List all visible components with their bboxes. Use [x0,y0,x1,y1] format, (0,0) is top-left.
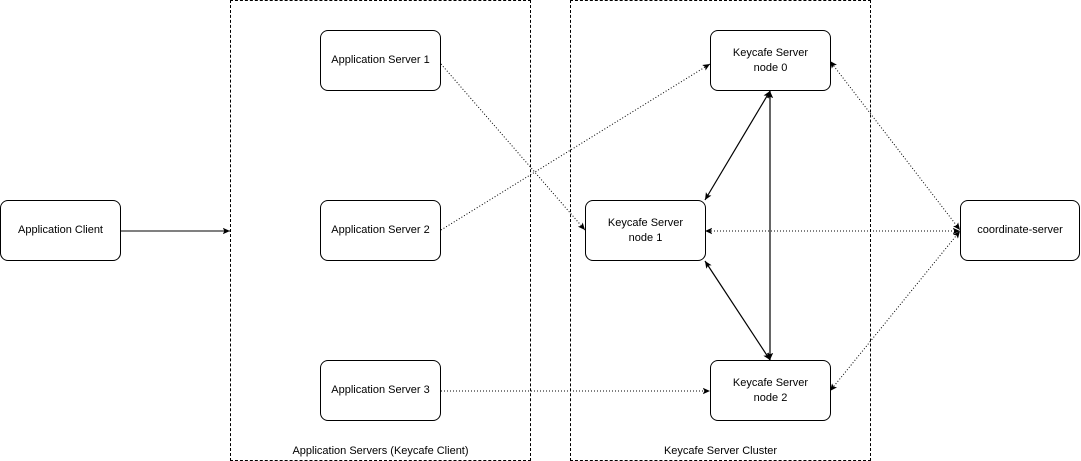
node-coordinate-server-label: coordinate-server [977,224,1063,236]
edge-node1-node2 [704,260,771,361]
node-application-server-3: Application Server 3 [320,360,441,421]
node-keycafe-server-0-line2: node 0 [753,61,788,74]
node-keycafe-server-1-line2: node 1 [628,231,663,244]
node-keycafe-server-2-line1: Keycafe Server [732,376,809,389]
node-keycafe-server-1-line1: Keycafe Server [607,216,684,229]
node-keycafe-server-2: Keycafe Server node 2 [710,360,831,421]
node-coordinate-server: coordinate-server [960,200,1080,261]
node-keycafe-server-1: Keycafe Server node 1 [585,200,706,261]
keycafe-cluster-group-label: Keycafe Server Cluster [663,445,778,457]
node-application-server-3-label: Application Server 3 [331,384,430,396]
node-application-server-1: Application Server 1 [320,30,441,91]
edge-app1-to-node1 [440,63,586,231]
node-application-server-1-label: Application Server 1 [331,54,430,66]
edge-node0-coordinate [829,60,961,231]
node-keycafe-server-2-line2: node 2 [753,391,788,404]
node-keycafe-server-0-line1: Keycafe Server [732,46,809,59]
node-application-server-2-label: Application Server 2 [331,224,430,236]
application-servers-group-label: Application Servers (Keycafe Client) [292,445,469,457]
edge-node2-coordinate [829,230,961,392]
edge-node0-node1 [704,90,771,201]
node-application-client-label: Application Client [18,224,103,236]
node-keycafe-server-0: Keycafe Server node 0 [710,30,831,91]
node-application-client: Application Client [0,200,121,261]
node-application-server-2: Application Server 2 [320,200,441,261]
